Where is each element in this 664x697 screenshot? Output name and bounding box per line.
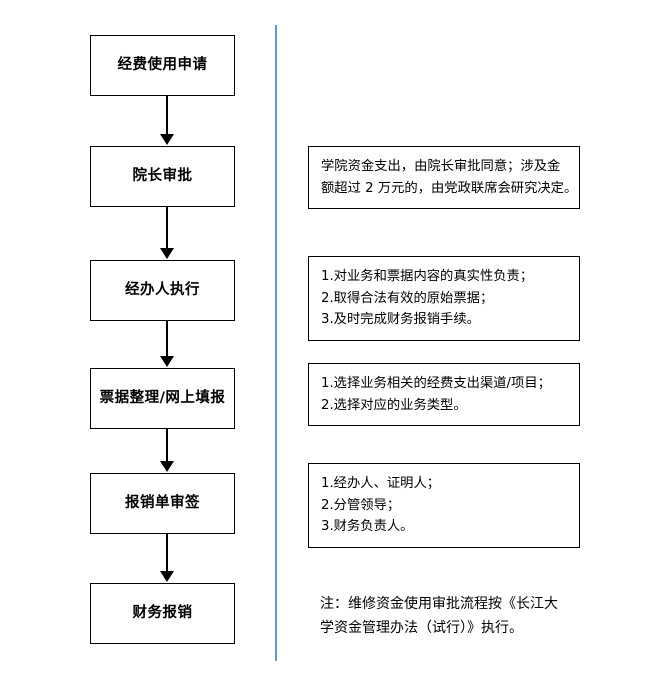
arrow-head	[160, 248, 174, 259]
arrow-head	[160, 134, 174, 145]
arrow-head	[160, 356, 174, 367]
down-arrow-icon-1	[159, 96, 175, 146]
flow-step-label-1: 经费使用申请	[117, 56, 208, 73]
annotation-line: 2.选择对应的业务类型。	[321, 397, 467, 413]
flow-step-box-1: 经费使用申请	[90, 35, 235, 96]
arrow-shaft	[166, 534, 168, 572]
annotation-box-signoff: 1.经办人、证明人； 2.分管领导； 3.财务负责人。	[308, 463, 580, 548]
down-arrow-icon-3	[159, 321, 175, 368]
flow-step-box-4: 票据整理/网上填报	[90, 368, 235, 429]
footnote-block: 注：维修资金使用审批流程按《长江大 学资金管理办法（试行）》执行。	[308, 583, 580, 650]
down-arrow-icon-4	[159, 429, 175, 473]
flow-step-box-3: 经办人执行	[90, 260, 235, 321]
flow-step-label-4: 票据整理/网上填报	[99, 389, 226, 406]
flow-step-box-6: 财务报销	[90, 583, 235, 644]
annotation-box-filing: 1.选择业务相关的经费支出渠道/项目； 2.选择对应的业务类型。	[308, 363, 580, 427]
down-arrow-icon-2	[159, 207, 175, 260]
vertical-divider	[275, 25, 277, 661]
annotation-line: 3.及时完成财务报销手续。	[321, 312, 480, 328]
annotation-line: 2.分管领导；	[321, 497, 401, 513]
flow-step-label-5: 报销单审签	[125, 494, 200, 511]
arrow-shaft	[166, 207, 168, 249]
annotation-line: 3.财务负责人。	[321, 519, 414, 535]
flow-step-box-5: 报销单审签	[90, 473, 235, 534]
footnote-line: 注：维修资金使用审批流程按《长江大	[320, 596, 558, 612]
arrow-head	[160, 571, 174, 582]
annotation-line: 1.选择业务相关的经费支出渠道/项目；	[321, 376, 551, 391]
annotation-line: 2.取得合法有效的原始票据；	[321, 290, 494, 306]
arrow-shaft	[166, 321, 168, 357]
annotation-line: 额超过 2 万元的，由党政联席会研究决定。	[321, 180, 578, 196]
flow-step-label-3: 经办人执行	[125, 281, 200, 298]
arrow-shaft	[166, 429, 168, 462]
arrow-head	[160, 461, 174, 472]
annotation-box-handler: 1.对业务和票据内容的真实性负责； 2.取得合法有效的原始票据； 3.及时完成财…	[308, 256, 580, 341]
annotation-box-approval: 学院资金支出，由院长审批同意；涉及金 额超过 2 万元的，由党政联席会研究决定。	[308, 146, 580, 210]
down-arrow-icon-5	[159, 534, 175, 583]
annotation-line: 学院资金支出，由院长审批同意；涉及金	[321, 159, 561, 174]
annotation-line: 1.对业务和票据内容的真实性负责；	[321, 269, 534, 284]
annotation-line: 1.经办人、证明人；	[321, 476, 441, 491]
flow-step-label-2: 院长审批	[132, 167, 193, 184]
flow-step-box-2: 院长审批	[90, 146, 235, 207]
footnote-line: 学资金管理办法（试行）》执行。	[320, 620, 523, 637]
flow-step-label-6: 财务报销	[132, 604, 193, 621]
arrow-shaft	[166, 96, 168, 135]
